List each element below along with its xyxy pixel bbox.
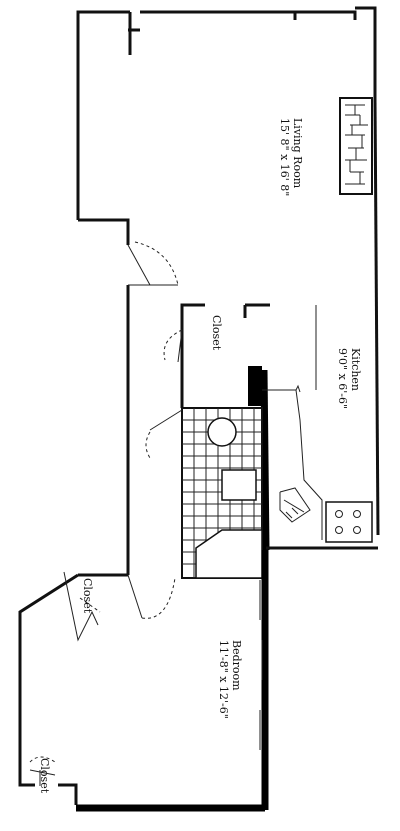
bedroom-closet-bottom: [29, 756, 56, 786]
bathroom: [181, 407, 263, 579]
kitchen-wall: [248, 366, 378, 551]
kitchen-size: 9'0" x 6'-6": [336, 348, 349, 409]
toilet: [221, 469, 257, 501]
bedroom-name: Bedroom: [230, 640, 243, 691]
kitchen-counter: [262, 384, 323, 540]
living-room-name: Living Room: [291, 118, 304, 189]
bedroom-closet-left: [63, 571, 101, 642]
hall-closet: [163, 303, 270, 408]
bedroom-size: 11'-8" x 12'-6": [217, 640, 230, 719]
closet-bed-bottom-label: Closet: [38, 758, 51, 794]
kitchen-name: Kitchen: [349, 348, 362, 391]
stove: [325, 501, 373, 543]
closet-hall-label: Closet: [210, 315, 223, 351]
bedroom-walls: [18, 550, 269, 812]
fireplace: [339, 97, 373, 195]
sink: [207, 417, 237, 447]
bedroom-door: [127, 574, 176, 619]
living-room-walls: [76, 6, 380, 575]
entry-door: [127, 241, 179, 286]
closet-bed-left-label: Closet: [81, 578, 94, 614]
living-room-size: 15' 8" x 16' 8": [278, 118, 291, 196]
bathroom-door: [145, 409, 183, 459]
